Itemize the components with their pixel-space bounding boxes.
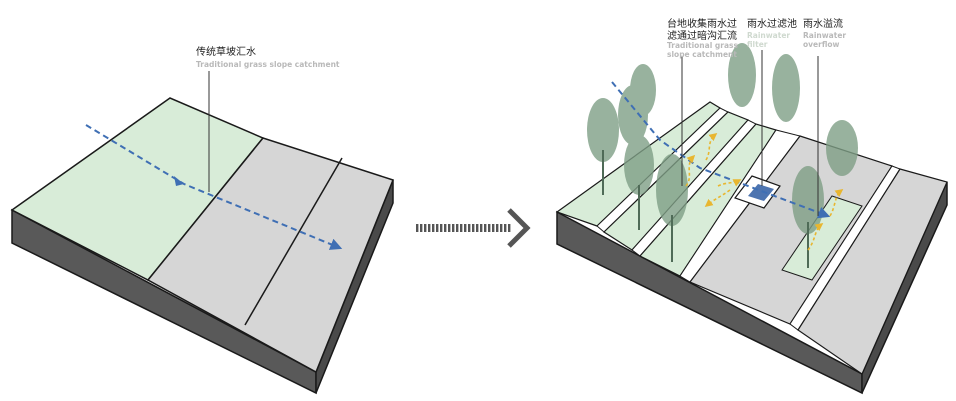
tree-canopy — [630, 64, 656, 116]
left-label-group: 传统草坡汇水 Traditional grass slope catchment — [196, 45, 340, 192]
filter-label-group: 雨水过滤池 Rainwater filter — [747, 17, 797, 186]
filter-label-en-1: Rainwater — [747, 31, 790, 40]
local-flow-arrow — [704, 189, 731, 207]
tree-canopy — [624, 135, 654, 195]
overflow-label-group: 雨水溢流 Rainwater overflow — [803, 17, 846, 216]
overflow-label-cn: 雨水溢流 — [803, 17, 843, 30]
left-paving-zone — [146, 137, 394, 374]
local-flow-arrow — [705, 132, 718, 161]
chevron-right-icon — [507, 208, 531, 248]
tree-canopy — [826, 120, 858, 176]
left-label-cn: 传统草坡汇水 — [196, 45, 256, 58]
transition-arrow-shaft — [416, 224, 512, 232]
tree-canopy — [587, 98, 619, 162]
terrace-label-cn-2: 滤通过暗沟汇流 — [667, 29, 737, 42]
right-runoff-arrow — [611, 81, 831, 219]
left-runoff-arrowhead-mid — [174, 176, 184, 186]
left-label-en: Traditional grass slope catchment — [196, 60, 340, 69]
local-flow-arrow — [807, 223, 824, 251]
overflow-label-en-1: Rainwater — [803, 31, 846, 40]
left-paving-joint — [244, 157, 343, 326]
right-far-paving — [797, 168, 948, 375]
terrace-label-en-1: Traditional grass — [667, 41, 738, 50]
terrace-label-group: 台地收集雨水过 滤通过暗沟汇流 Traditional grass slope … — [667, 17, 738, 186]
transition-arrow — [416, 208, 531, 248]
terrace-label-en-2: slope catchment — [667, 50, 737, 59]
terrace-label-cn-1: 台地收集雨水过 — [667, 17, 737, 30]
tree-canopy — [792, 166, 824, 234]
tree-canopy — [728, 43, 756, 107]
tree-trunks — [602, 150, 809, 268]
local-flow-arrow — [685, 154, 696, 187]
tree-group — [587, 43, 858, 234]
filter-label-cn: 雨水过滤池 — [747, 17, 797, 30]
tree-canopy — [656, 154, 688, 226]
overflow-label-en-2: overflow — [803, 40, 840, 49]
tree-canopy — [772, 54, 800, 122]
local-flow-arrow — [829, 189, 844, 217]
local-flow-arrows — [685, 132, 844, 251]
local-flow-arrow — [717, 179, 742, 187]
left-terrain-block — [10, 97, 394, 395]
filter-label-en-2: filter — [747, 40, 768, 49]
